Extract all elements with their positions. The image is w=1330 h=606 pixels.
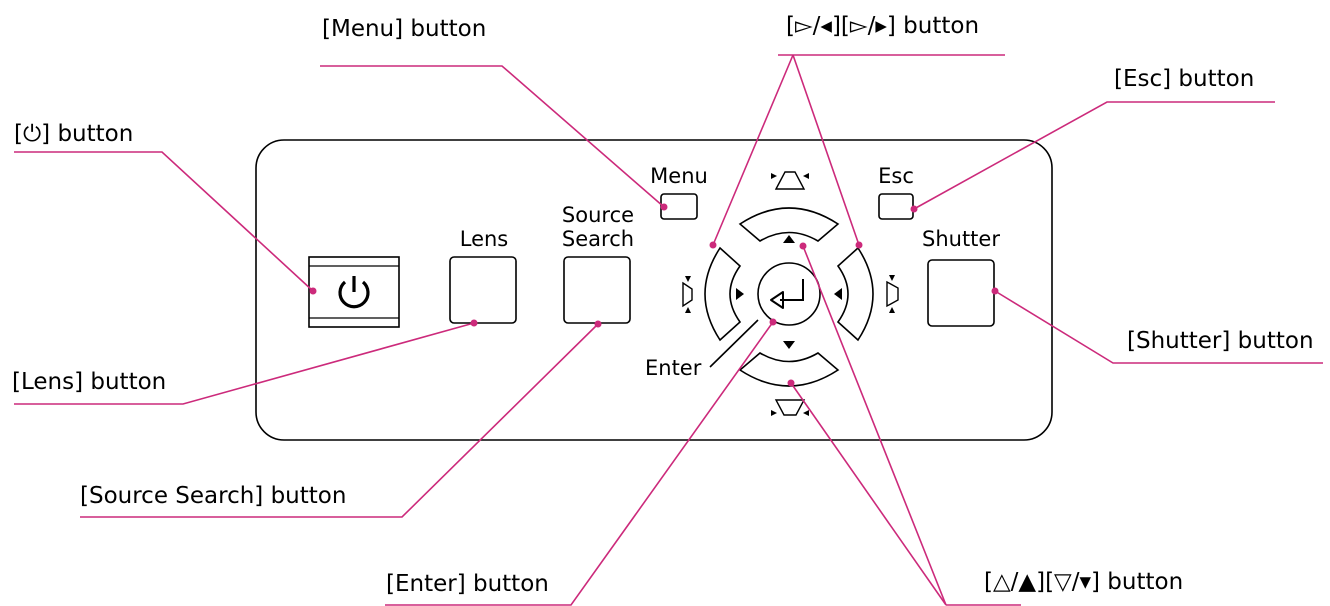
power-button[interactable] [308, 256, 400, 328]
left-right-callout: [▻/◂][▻/▸] button [786, 13, 979, 39]
source-panel-label-line1: Source [562, 203, 634, 227]
enter-callout: [Enter] button [386, 571, 549, 597]
shutter-panel-label: Shutter [922, 227, 1000, 251]
esc-button[interactable] [878, 193, 914, 220]
left-button[interactable] [704, 246, 744, 342]
keystone-down-icon [771, 399, 809, 416]
down-button[interactable] [738, 341, 840, 387]
menu-callout: [Menu] button [322, 16, 486, 42]
shutter-callout: [Shutter] button [1127, 328, 1314, 354]
power-callout: [⏻] button [14, 121, 133, 147]
esc-panel-label: Esc [878, 164, 914, 188]
source-search-callout: [Source Search] button [80, 483, 346, 509]
power-icon [338, 276, 370, 309]
menu-panel-label: Menu [650, 164, 708, 188]
enter-button[interactable] [757, 262, 821, 326]
source-search-button[interactable] [563, 256, 631, 324]
up-down-callout: [△/▲][▽/▾] button [984, 569, 1183, 595]
keystone-right-icon [886, 275, 899, 313]
keystone-up-icon [771, 171, 809, 190]
up-button[interactable] [738, 207, 840, 243]
leader-lines [14, 54, 1323, 606]
lens-callout: [Lens] button [12, 369, 166, 395]
right-button[interactable] [834, 246, 874, 342]
source-panel-label-line2: Search [562, 227, 634, 251]
control-panel-outline [255, 139, 1053, 441]
enter-panel-label: Enter [645, 356, 702, 380]
keystone-left-icon [682, 276, 693, 313]
shutter-button[interactable] [927, 259, 995, 327]
enter-icon [770, 279, 804, 309]
enter-label-line [709, 319, 759, 368]
leader-dots [309, 203, 999, 387]
lens-panel-label: Lens [460, 227, 509, 251]
esc-callout: [Esc] button [1114, 66, 1254, 92]
lens-button[interactable] [449, 256, 517, 324]
